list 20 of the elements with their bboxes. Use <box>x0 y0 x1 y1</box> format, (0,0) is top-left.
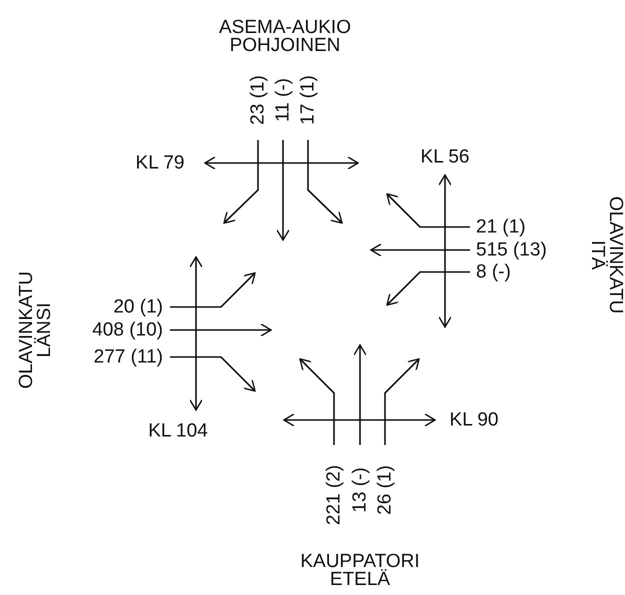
traffic-count: 20 (1) <box>113 298 163 316</box>
traffic-count: 8 (-) <box>476 262 511 282</box>
traffic-count: 17 (1) <box>298 75 318 125</box>
street-name: KAUPPATORI ETELÄ <box>299 552 421 590</box>
traffic-count: 11 (-) <box>274 78 292 122</box>
light-traffic-count: KL 56 <box>420 148 470 166</box>
light-traffic-count: KL 90 <box>450 410 498 430</box>
traffic-count: 13 (-) <box>350 467 370 513</box>
light-traffic-count: KL 79 <box>136 154 184 172</box>
traffic-count: 23 (1) <box>248 75 268 125</box>
street-name: ASEMA-AUKIO POHJOINEN <box>218 18 352 56</box>
light-traffic-count: KL 104 <box>148 422 208 440</box>
traffic-count: 21 (1) <box>476 218 526 236</box>
traffic-count: 277 (11) <box>94 348 163 366</box>
traffic-count: 408 (10) <box>92 320 163 340</box>
traffic-count: 221 (2) <box>324 464 344 526</box>
street-name: OLAVINKATU LÄNSI <box>18 270 54 391</box>
street-name: OLAVINKATU ITÄ <box>588 195 624 316</box>
traffic-count: 26 (1) <box>376 465 394 515</box>
traffic-count: 515 (13) <box>476 240 547 260</box>
